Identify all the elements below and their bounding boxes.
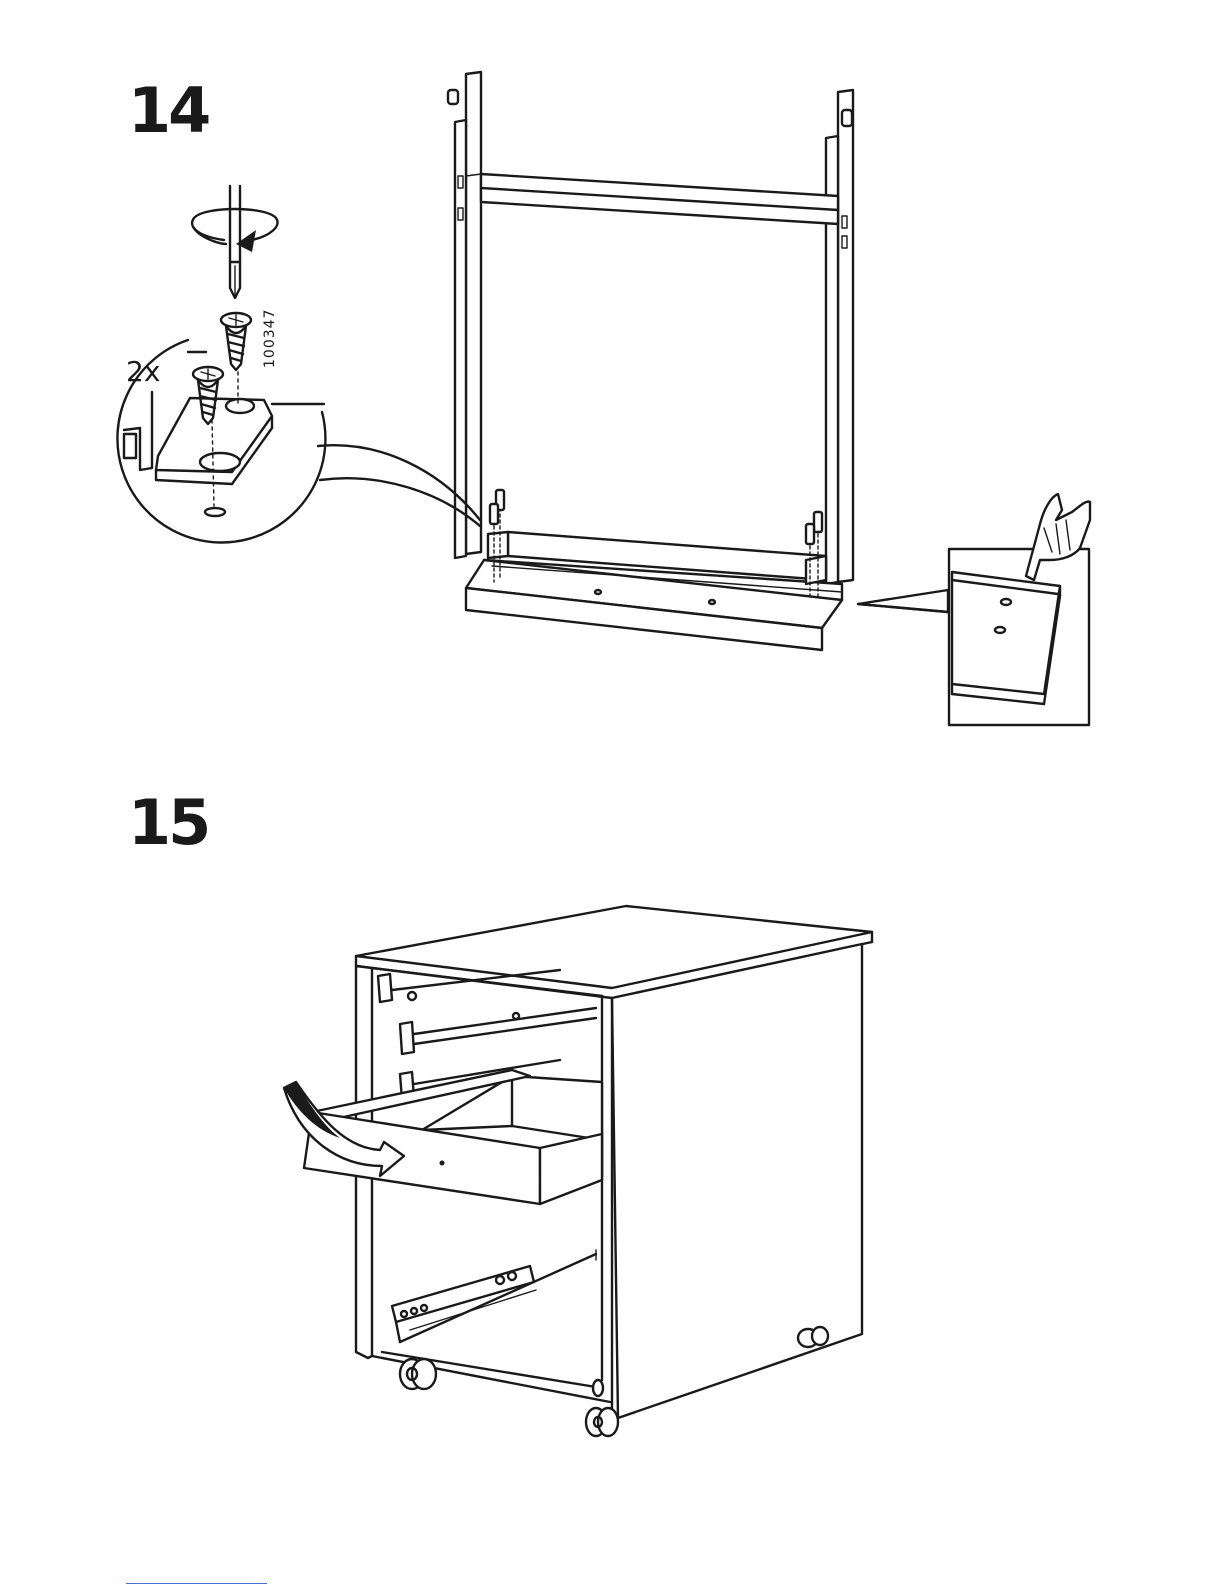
quantity-label: 2x [126,355,160,388]
part-number-label: 100347 [262,309,278,368]
step-15-cabinet-illustration [284,906,872,1436]
step-14-frame-illustration [448,72,853,650]
screw-detail-callout: 2x 100347 [117,186,480,542]
hand-detail-callout [858,494,1090,725]
